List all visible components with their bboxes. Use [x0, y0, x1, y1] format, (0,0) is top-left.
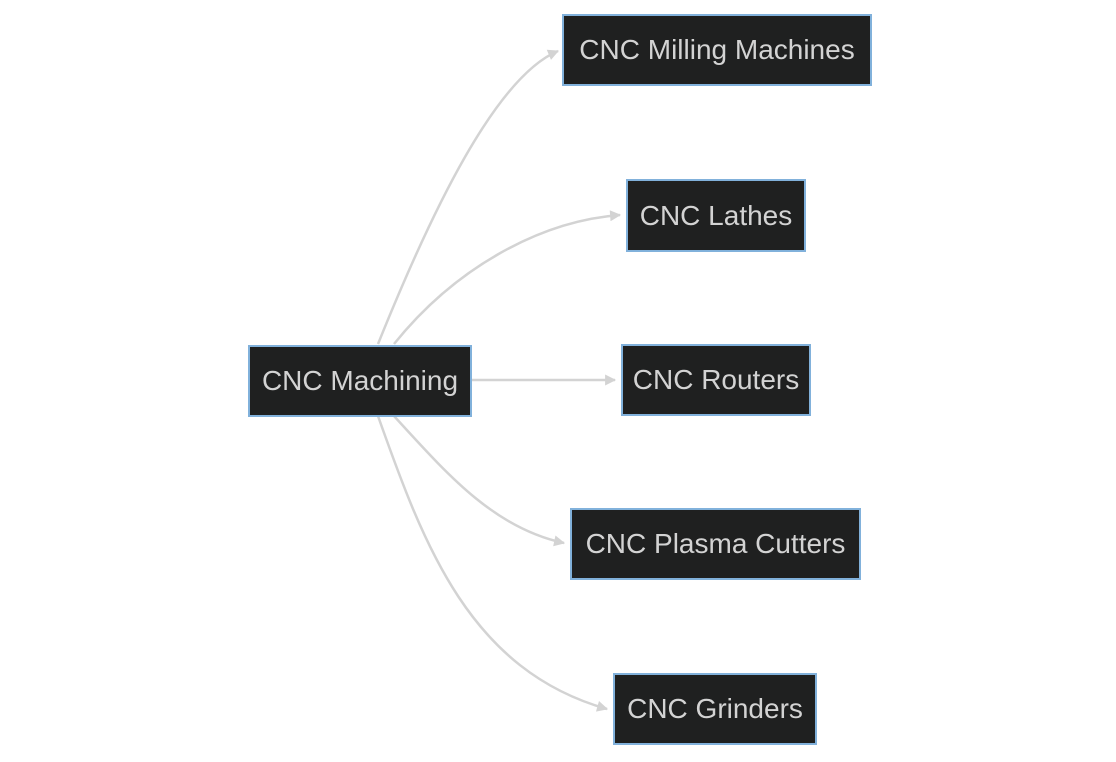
node-label: CNC Plasma Cutters — [585, 528, 846, 559]
edge-machining-to-milling — [376, 49, 560, 345]
node-cnc-plasma-cutters: CNC Plasma Cutters — [570, 508, 861, 580]
node-cnc-routers: CNC Routers — [621, 344, 811, 416]
edge-machining-to-plasma — [393, 415, 566, 547]
node-label: CNC Lathes — [639, 199, 793, 231]
node-label: CNC Grinders — [627, 693, 803, 724]
node-label: CNC Machining — [261, 365, 459, 396]
node-label: CNC Milling Machines — [579, 34, 855, 65]
node-cnc-machining: CNC Machining — [248, 345, 472, 417]
node-cnc-grinders: CNC Grinders — [613, 673, 817, 745]
node-cnc-lathes: CNC Lathes — [626, 179, 806, 252]
edge-machining-to-lathes — [393, 210, 622, 345]
node-label: CNC Routers — [632, 364, 800, 395]
node-cnc-milling-machines: CNC Milling Machines — [562, 14, 872, 86]
